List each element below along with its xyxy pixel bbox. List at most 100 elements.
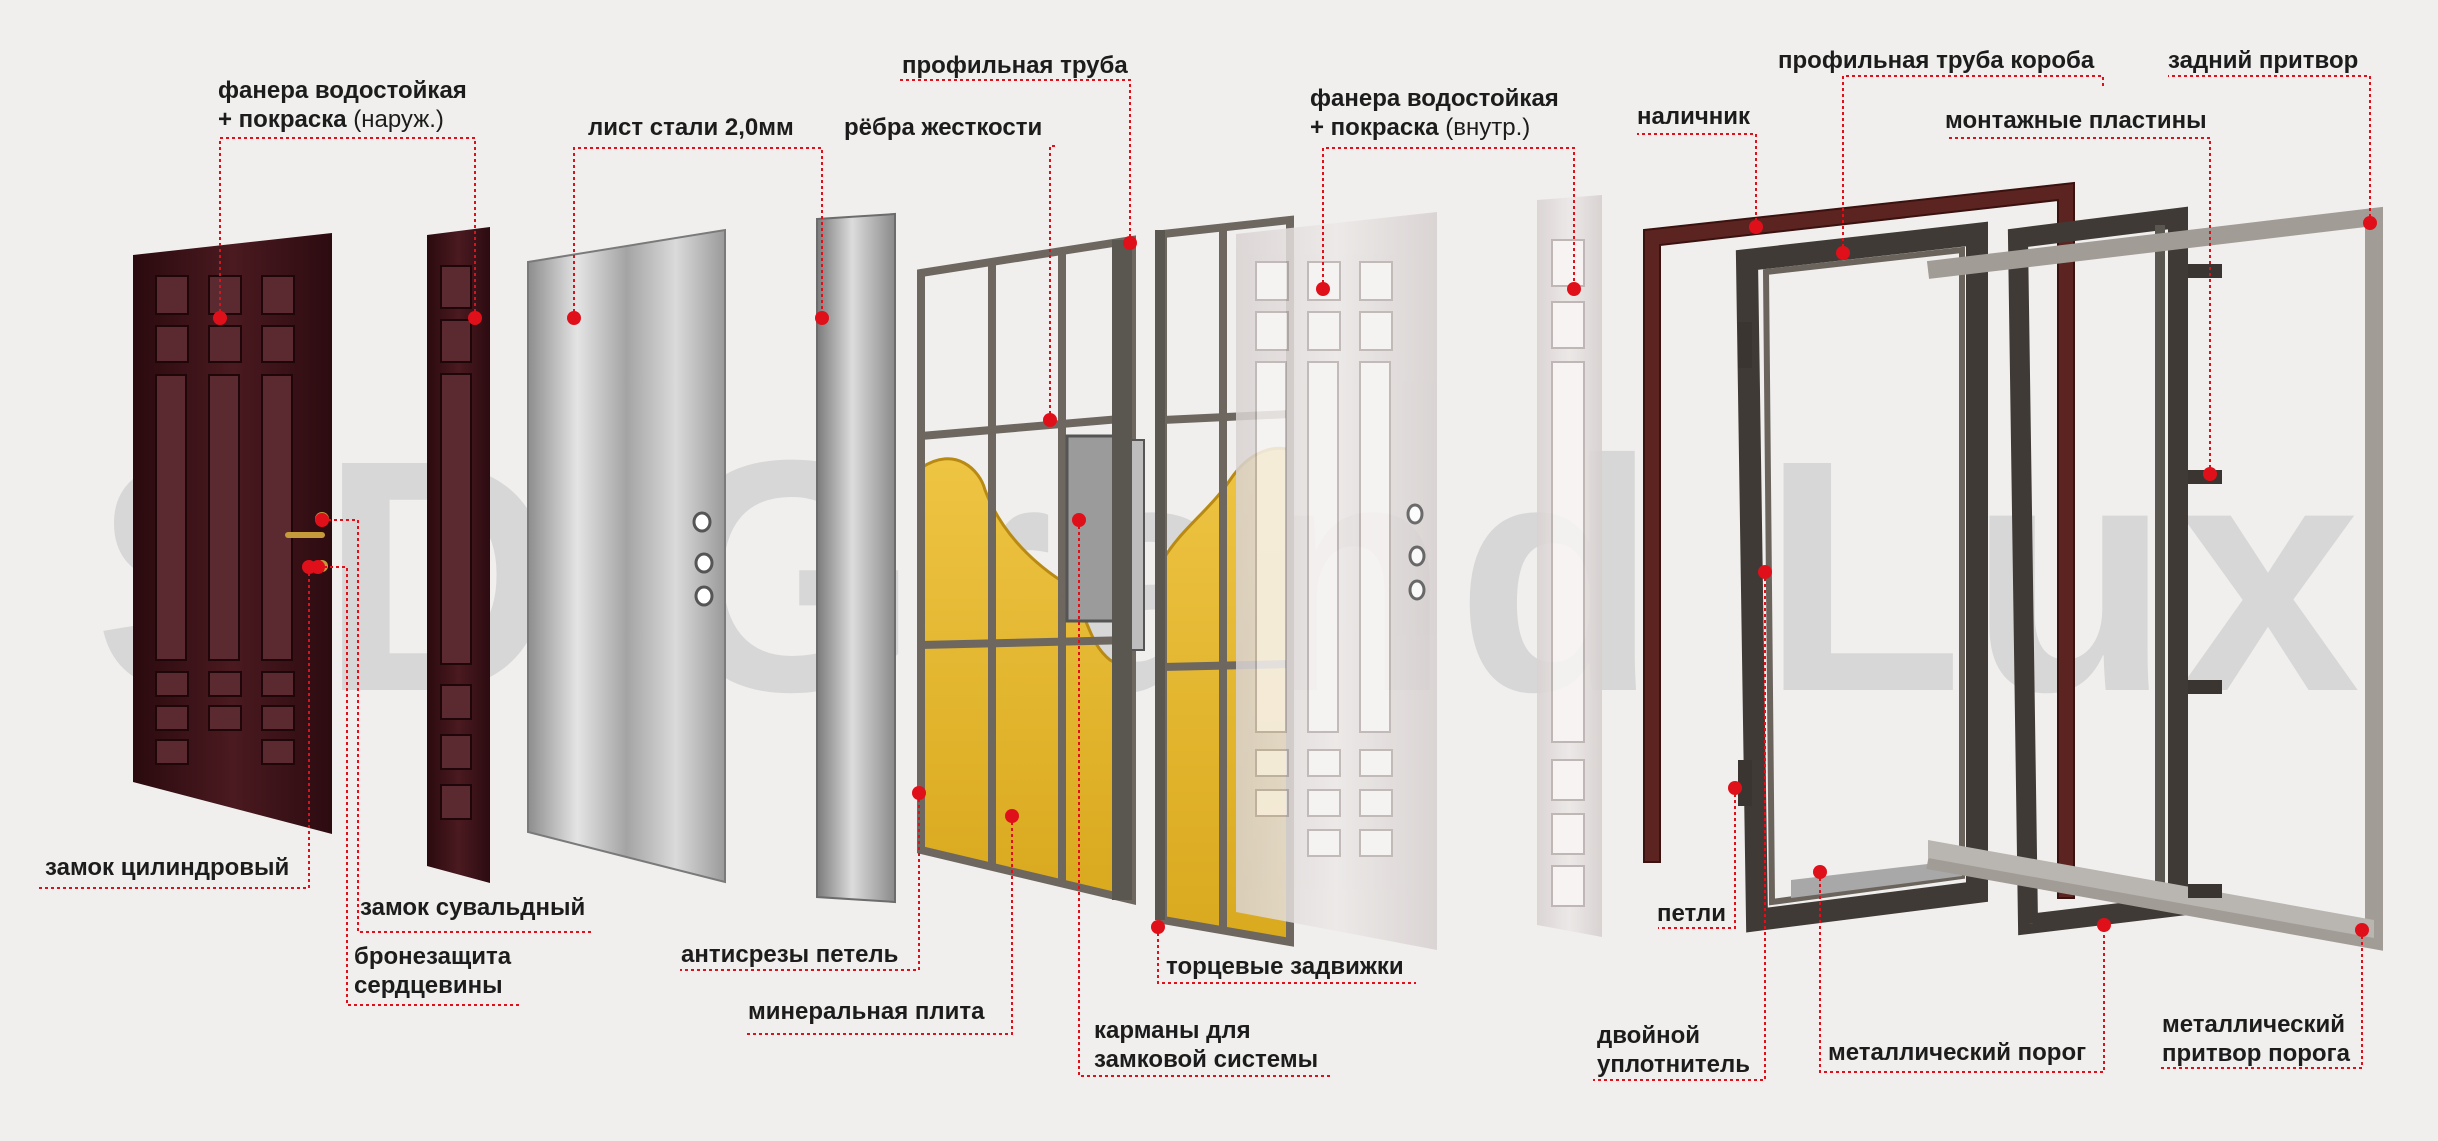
leader-plywood-inner	[1322, 147, 1575, 289]
label-plywood-inner-note: (внутр.)	[1445, 114, 1531, 141]
leader-casing	[1637, 133, 1757, 227]
label-plywood-outer-line1: фанера водостойкая	[218, 77, 467, 104]
inner-door-edge-panel	[1537, 195, 1602, 937]
leader-mineral-board	[746, 816, 1013, 1035]
label-lock-pockets-line2: замковой системы	[1094, 1046, 1319, 1073]
label-threshold-rebate: металлический притвор порога	[2162, 1010, 2350, 1068]
label-threshold-rebate-line2: притвор порога	[2162, 1040, 2350, 1067]
label-plywood-inner-line1: фанера водостойкая	[1310, 85, 1559, 112]
leader-mounting-plates	[1947, 137, 2211, 474]
dot-end-bolts	[1151, 920, 1165, 934]
label-hinge-anticut-text: антисрезы петель	[681, 941, 899, 968]
leader-plywood-outer	[219, 137, 476, 318]
leader-profile-pipe	[900, 79, 1131, 243]
label-threshold-rebate-line1: металлический	[2162, 1011, 2345, 1038]
label-cylinder-lock-text: замок цилиндровый	[45, 854, 290, 881]
label-end-bolts-text: торцевые задвижки	[1166, 953, 1404, 980]
label-end-bolts: торцевые задвижки	[1166, 952, 1404, 981]
label-double-seal-line1: двойной	[1597, 1022, 1700, 1049]
label-core-armor-line1: бронезащита	[354, 943, 512, 970]
label-metal-threshold-text: металлический порог	[1828, 1039, 2087, 1066]
leader-lever-lock	[322, 519, 592, 933]
label-hinge-anticut: антисрезы петель	[681, 940, 898, 969]
dot-frame-pipe	[1836, 246, 1850, 260]
label-rear-rebate: задний притвор	[2168, 46, 2358, 75]
outer-door-panel	[133, 233, 332, 834]
dot-lock-pockets	[1072, 513, 1086, 527]
marker-dots	[213, 216, 2377, 937]
leader-hinge-anticut	[680, 793, 920, 971]
dot-threshold-rebate-a	[2097, 918, 2111, 932]
label-plywood-inner-line2: + покраска	[1310, 114, 1439, 141]
label-stiffening-ribs: рёбра жесткости	[844, 113, 1042, 142]
label-lever-lock-text: замок сувальдный	[360, 894, 586, 921]
leader-steel-sheet	[573, 147, 823, 318]
dot-double-seal	[1758, 565, 1772, 579]
leader-core-armor	[318, 566, 520, 1006]
dot-core-armor	[311, 560, 325, 574]
label-plywood-outer-note: (наруж.)	[353, 106, 444, 133]
door-casing	[1643, 181, 2075, 899]
dot-plywood-inner	[1316, 282, 1330, 296]
rear-metal-frame	[1926, 206, 2383, 951]
label-mineral-board-text: минеральная плита	[748, 998, 985, 1025]
dot-plywood-outer	[213, 311, 227, 325]
label-plywood-outer-line2: + покраска	[218, 106, 347, 133]
leader-end-bolts	[1157, 927, 1416, 984]
label-steel-sheet-text: лист стали 2,0мм	[588, 114, 794, 141]
label-lock-pockets: карманы для замковой системы	[1094, 1016, 1318, 1074]
leader-metal-threshold	[1819, 872, 2105, 1073]
label-hinges-text: петли	[1657, 900, 1726, 927]
label-plywood-outer: фанера водостойкая + покраска (наруж.)	[218, 76, 467, 134]
label-mounting-plates-text: монтажные пластины	[1945, 107, 2207, 134]
label-casing-text: наличник	[1637, 103, 1751, 130]
dot-mineral-board	[1005, 809, 1019, 823]
dot-mounting-plates	[2203, 467, 2217, 481]
dot-casing	[1749, 220, 1763, 234]
leader-hinges	[1658, 788, 1736, 929]
leader-rear-rebate	[2168, 75, 2371, 223]
dot-stiffening-ribs	[1043, 413, 1057, 427]
label-steel-sheet: лист стали 2,0мм	[588, 113, 794, 142]
leader-stiffening-ribs	[1049, 145, 1056, 420]
label-core-armor-line2: сердцевины	[354, 972, 503, 999]
label-plywood-inner: фанера водостойкая + покраска (внутр.)	[1310, 84, 1559, 142]
dot-stiffening-ribs-panel	[815, 311, 829, 325]
leader-frame-pipe	[1842, 75, 2104, 253]
label-core-armor: бронезащита сердцевины	[354, 942, 511, 1000]
label-lever-lock: замок сувальдный	[360, 893, 585, 922]
dot-edge-panel	[468, 311, 482, 325]
label-cylinder-lock: замок цилиндровый	[45, 853, 289, 882]
label-frame-pipe: профильная труба короба	[1778, 46, 2094, 75]
label-lock-pockets-line1: карманы для	[1094, 1017, 1251, 1044]
dot-metal-threshold	[1813, 865, 1827, 879]
label-profile-pipe-text: профильная труба	[902, 52, 1128, 79]
leader-threshold-rebate	[2161, 930, 2363, 1069]
dot-hinge-anticut	[912, 786, 926, 800]
leader-double-seal	[1593, 572, 1766, 1081]
dot-threshold-rebate-b	[2355, 923, 2369, 937]
dot-rear-rebate	[2363, 216, 2377, 230]
label-profile-pipe: профильная труба	[902, 51, 1128, 80]
label-metal-threshold: металлический порог	[1828, 1038, 2086, 1067]
label-casing: наличник	[1637, 102, 1750, 131]
leader-lines	[36, 75, 2371, 1081]
inner-door-panel	[1236, 212, 1437, 950]
leader-cylinder-lock	[36, 567, 310, 889]
dot-steel-sheet	[567, 311, 581, 325]
label-hinges: петли	[1657, 899, 1726, 928]
steel-sheet-panel	[527, 228, 726, 884]
label-mounting-plates: монтажные пластины	[1945, 106, 2207, 135]
stiffening-rib-panel	[816, 212, 896, 904]
label-stiffening-ribs-text: рёбра жесткости	[844, 114, 1043, 141]
label-double-seal: двойной уплотнитель	[1597, 1021, 1750, 1079]
label-rear-rebate-text: задний притвор	[2168, 47, 2359, 74]
dot-lever-lock	[315, 513, 329, 527]
outer-door-edge-panel	[427, 227, 490, 883]
label-frame-pipe-text: профильная труба короба	[1778, 47, 2095, 74]
label-double-seal-line2: уплотнитель	[1597, 1051, 1750, 1078]
dot-hinges	[1728, 781, 1742, 795]
dot-profile-pipe	[1123, 236, 1137, 250]
door-box-frame	[1735, 221, 1988, 933]
